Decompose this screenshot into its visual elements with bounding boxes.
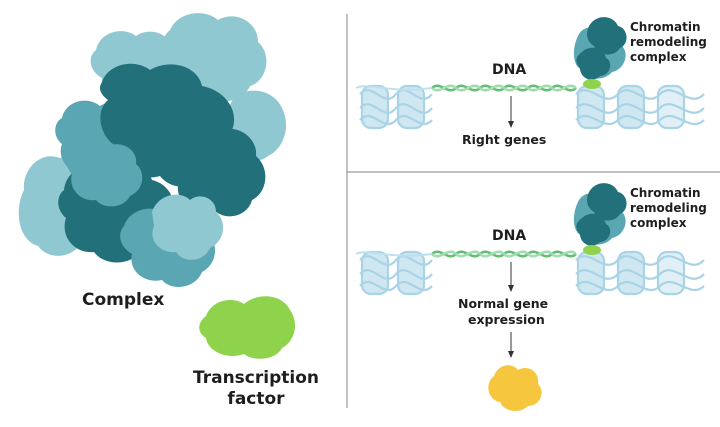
nucleosome-group-left	[359, 84, 433, 130]
remodeler-subunit	[576, 213, 611, 246]
complex-subunit-mid	[66, 138, 143, 207]
top-dna-label: DNA	[492, 62, 527, 78]
remodeler-subunit	[576, 47, 611, 80]
remodeler-tf	[583, 245, 601, 255]
top-chromatin	[355, 17, 705, 130]
bottom-outcome-label-1: Normal gene	[458, 296, 549, 311]
bottom-dna-label: DNA	[492, 228, 527, 244]
nucleosome-wrap	[359, 255, 433, 266]
remodeler-subunit	[587, 183, 627, 221]
remodeler-subunit	[587, 17, 627, 55]
bottom-outcome-label-2: expression	[468, 312, 545, 327]
nucleosome-wrap	[359, 269, 433, 280]
chromatin-remodeling-complex-top	[573, 17, 627, 89]
nucleosome-wrap	[359, 280, 433, 292]
bottom-chromatin	[355, 183, 705, 411]
remodeler-tf	[583, 79, 601, 89]
arrow-head	[508, 121, 514, 128]
nucleosome-wrap	[575, 255, 705, 266]
nucleosome-wrap	[575, 269, 705, 280]
nucleosome-wrap	[575, 114, 705, 126]
bottom-remodeler-label-1: Chromatin	[630, 186, 701, 200]
nucleosome-wrap	[575, 89, 705, 100]
complex-label: Complex	[82, 290, 165, 310]
complex-subunit-dark	[167, 121, 266, 217]
nucleosome-group-left	[359, 250, 433, 296]
top-remodeler-label-1: Chromatin	[630, 20, 701, 34]
arrow-head	[508, 351, 514, 358]
dna-strand	[431, 84, 577, 92]
nucleosome-group-right	[575, 250, 705, 296]
dna-strand-left-tail	[355, 85, 433, 91]
nucleosome-wrap	[575, 103, 705, 114]
arrow-head	[508, 285, 514, 292]
transcription-factor-shape	[199, 296, 296, 359]
bottom-remodeler-label-3: complex	[630, 216, 687, 230]
chromatin-remodeling-complex-bottom	[573, 183, 627, 255]
protein-complex	[18, 13, 287, 287]
top-remodeler-label-3: complex	[630, 50, 687, 64]
dna-strand	[431, 250, 577, 258]
bottom-remodeler-label-2: remodeling	[630, 201, 707, 215]
nucleosome-wrap	[575, 280, 705, 292]
protein-product-shape	[488, 365, 542, 411]
nucleosome-group-right	[575, 84, 705, 130]
top-outcome-label: Right genes	[462, 132, 547, 147]
nucleosome-wrap	[359, 103, 433, 114]
transcription-factor-label: Transcription factor	[193, 368, 319, 409]
top-remodeler-label-2: remodeling	[630, 35, 707, 49]
complex-subunit-light	[152, 194, 224, 260]
nucleosome-wrap	[359, 89, 433, 100]
nucleosome-wrap	[359, 114, 433, 126]
dna-strand-left-tail	[355, 251, 433, 257]
